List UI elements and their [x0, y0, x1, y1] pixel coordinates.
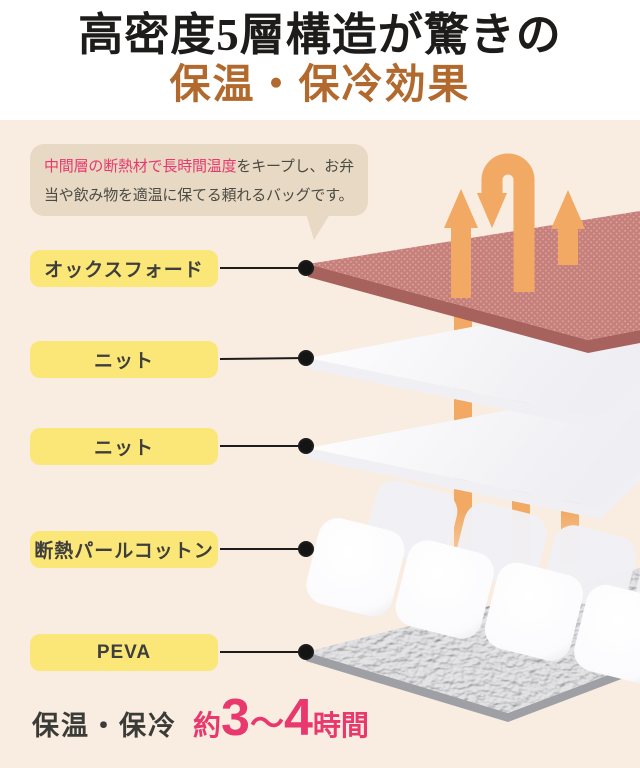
oxford-layer — [308, 211, 640, 353]
layer-label-peva: PEVA — [30, 634, 218, 671]
layer-label-text: PEVA — [96, 641, 152, 663]
layer-label-knit-2: ニット — [30, 428, 218, 465]
bubble-highlight-text: 中間層の断熱材で長時間温度 — [44, 158, 237, 175]
layer-label-text: ニット — [93, 351, 154, 372]
connector-dot — [298, 438, 314, 454]
layer-label-oxford: オックスフォード — [30, 250, 218, 287]
connector-dot — [298, 350, 314, 366]
headline: 高密度5層構造が驚きの 保温・保冷効果 — [0, 10, 640, 108]
connectors — [219, 260, 314, 660]
connector-dot — [298, 260, 314, 276]
duration-label: 保温・保冷 — [32, 711, 177, 741]
duration-caption: 保温・保冷 約 3 〜 4 時間 — [32, 692, 369, 745]
heat-arrow-up-right — [551, 190, 585, 265]
heat-arrow-up-left — [444, 189, 478, 298]
connector-dot — [298, 644, 314, 660]
duration-unit: 時間 — [312, 710, 369, 741]
heat-arrow-return — [477, 153, 535, 292]
headline-line1: 高密度5層構造が驚きの — [78, 10, 562, 60]
connector-dot — [298, 541, 314, 557]
duration-num1: 3 — [221, 689, 250, 747]
bubble-tail — [306, 214, 330, 240]
pearl-cotton-layer — [306, 480, 640, 684]
layer-label-text: 断熱パールコットン — [34, 541, 214, 562]
headline-line2: 保温・保冷効果 — [169, 61, 471, 107]
duration-approx: 約 — [193, 710, 222, 741]
description-bubble: 中間層の断熱材で長時間温度をキープし、お弁 当や飲み物を適温に保てる頼れるバッグ… — [30, 144, 368, 240]
layer-label-knit-1: ニット — [30, 341, 218, 378]
layer-label-pearl-cotton: 断熱パールコットン — [30, 531, 218, 568]
layer-label-text: オックスフォード — [44, 260, 204, 281]
duration-num2: 4 — [283, 689, 313, 747]
bubble-text-line1: をキープし、お弁 — [236, 158, 354, 175]
connector-line — [219, 357, 307, 360]
layer-label-text: ニット — [93, 438, 154, 459]
bubble-text-line2: 当や飲み物を適温に保てる頼れるバッグです。 — [44, 187, 354, 204]
duration-tilde: 〜 — [249, 705, 284, 743]
